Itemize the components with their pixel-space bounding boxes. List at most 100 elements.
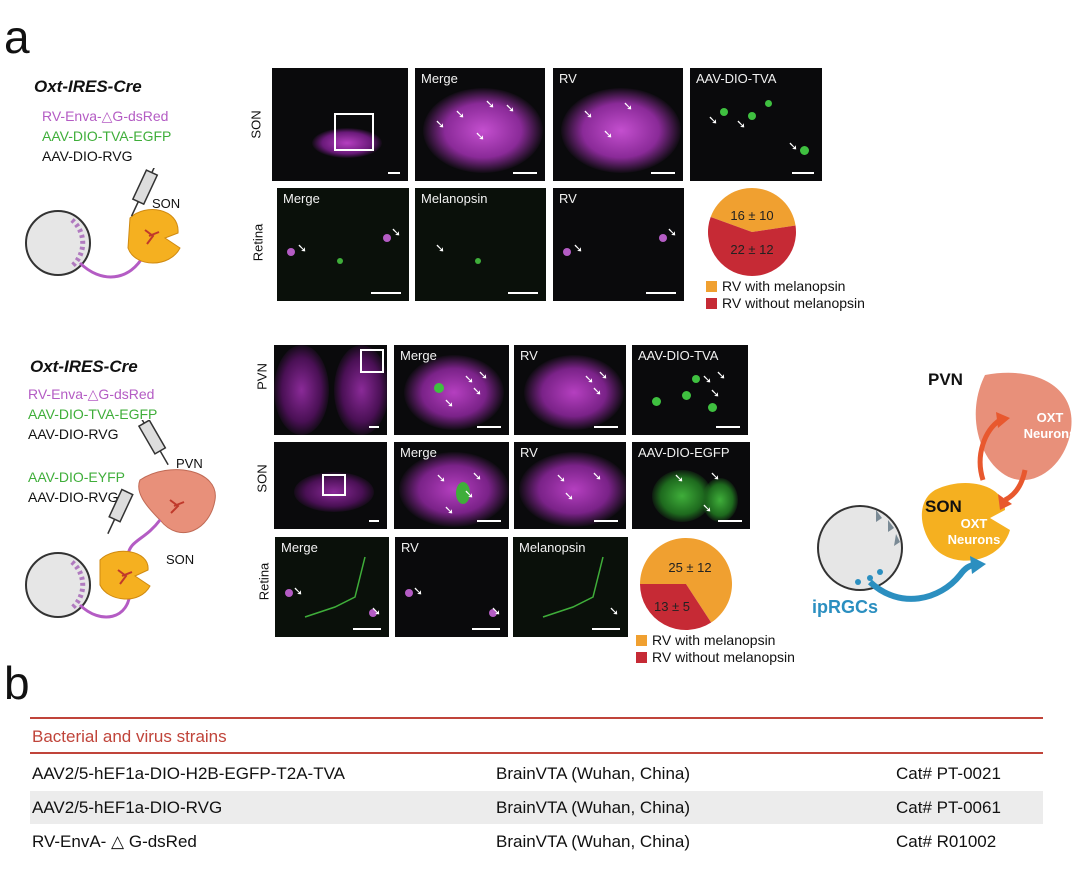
group2-row3-label: Retina	[256, 562, 272, 601]
legend-swatch	[706, 297, 717, 309]
group1-son-merge: ➘➘➘➘➘ Merge	[415, 68, 545, 181]
pie-slice-2	[640, 584, 712, 630]
group2-schematic	[25, 420, 216, 619]
group1-pie: 16 ± 10 22 ± 12	[708, 187, 796, 276]
legend-swatch	[636, 634, 647, 646]
roi-box	[360, 349, 384, 373]
panel-label: Merge	[400, 348, 437, 363]
table-row: AAV2/5-hEF1a-DIO-RVG BrainVTA (Wuhan, Ch…	[30, 791, 1043, 824]
table-row: RV-EnvA- △ G-dsRed BrainVTA (Wuhan, Chin…	[30, 825, 1043, 858]
group1-son-rv: ➘➘➘ RV	[553, 68, 683, 181]
group2-son-merge: ➘➘➘➘ Merge	[394, 442, 509, 529]
diagram-oxt-son: OXT Neurons	[947, 516, 1001, 547]
group2-retina-merge: ➘➘ Merge	[275, 537, 389, 637]
pie-slice-1	[710, 187, 796, 232]
panel-label: Melanopsin	[519, 540, 586, 555]
group2-title: Oxt-IRES-Cre	[30, 357, 138, 376]
row-cat: Cat# PT-0061	[896, 798, 1001, 817]
row-cat: Cat# PT-0021	[896, 764, 1001, 783]
group1-title: Oxt-IRES-Cre	[34, 77, 142, 96]
panel-label: RV	[520, 348, 538, 363]
pie-slices	[708, 187, 796, 276]
table-top-rule	[30, 717, 1043, 719]
legend-swatch	[706, 280, 717, 292]
panel-label: RV	[559, 71, 577, 86]
pie-slices	[640, 538, 732, 630]
group2-target-pvn: PVN	[176, 456, 203, 471]
legend-text: RV with melanopsin	[652, 632, 776, 648]
pie-label-1: 25 ± 12	[668, 560, 711, 575]
group1-row2-label: Retina	[250, 223, 266, 262]
panel-label: Merge	[281, 540, 318, 555]
row-source: BrainVTA (Wuhan, China)	[496, 832, 691, 851]
group2-virus-5: AAV-DIO-RVG	[28, 489, 119, 505]
panel-label: Merge	[400, 445, 437, 460]
group1-retina-rv: ➘➘ RV	[553, 188, 684, 301]
diagram-son-label: SON	[925, 497, 962, 516]
pie-label-1: 16 ± 10	[730, 208, 773, 223]
group1-row1-label: SON	[248, 110, 264, 139]
group2-legend-1: RV with melanopsin	[636, 632, 775, 648]
pie-label-2: 13 ± 5	[654, 599, 690, 614]
panel-label: Merge	[283, 191, 320, 206]
pie-slice-2	[708, 216, 796, 276]
group1-schematic	[25, 168, 181, 279]
group2-virus-2: AAV-DIO-TVA-EGFP	[28, 406, 158, 422]
panel-b-letter: b	[4, 657, 30, 709]
group1-legend-1: RV with melanopsin	[706, 278, 845, 294]
group2-row1-label: PVN	[254, 363, 270, 390]
group1-son-tva: ➘➘➘ AAV-DIO-TVA	[690, 68, 822, 181]
legend-text: RV without melanopsin	[652, 649, 795, 665]
group2-pvn-overview	[274, 345, 387, 435]
circuit-diagram	[817, 372, 1072, 602]
group1-retina-melanopsin: ➘ Melanopsin	[415, 188, 546, 301]
row-source: BrainVTA (Wuhan, China)	[496, 798, 691, 817]
group2-virus-3: AAV-DIO-RVG	[28, 426, 119, 442]
row-source: BrainVTA (Wuhan, China)	[496, 764, 691, 783]
panel-label: AAV-DIO-TVA	[638, 348, 719, 363]
group1-legend-2: RV without melanopsin	[706, 295, 865, 311]
group2-retina-melanopsin: ➘ Melanopsin	[513, 537, 628, 637]
table-header-rule	[30, 752, 1043, 754]
group1-retina-merge: ➘➘ Merge	[277, 188, 409, 301]
roi-box	[322, 474, 346, 496]
panel-a-letter: a	[4, 11, 30, 63]
diagram-iprgc-label: ipRGCs	[812, 597, 879, 617]
group1-son-overview	[272, 68, 408, 181]
roi-box	[334, 113, 374, 151]
panel-label: Merge	[421, 71, 458, 86]
row-cat: Cat# R01002	[896, 832, 997, 851]
table-header: Bacterial and virus strains	[32, 727, 227, 746]
panel-label: RV	[559, 191, 577, 206]
panel-label: AAV-DIO-EGFP	[638, 445, 730, 460]
diagram-oxt-pvn: OXT Neurons	[1023, 410, 1077, 441]
group2-virus-1: RV-Enva-△G-dsRed	[28, 386, 155, 402]
pie-slice-1	[640, 538, 732, 623]
panel-label: Melanopsin	[421, 191, 488, 206]
group2-target-son: SON	[166, 552, 195, 567]
group2-son-rv: ➘➘➘ RV	[514, 442, 626, 529]
group1-virus-2: AAV-DIO-TVA-EGFP	[42, 128, 172, 144]
group2-pie: 25 ± 12 13 ± 5	[640, 538, 732, 630]
group2-son-egfp: ➘➘➘ AAV-DIO-EGFP	[632, 442, 750, 529]
group1-virus-1: RV-Enva-△G-dsRed	[42, 108, 169, 124]
group2-son-overview	[274, 442, 387, 529]
group2-legend-2: RV without melanopsin	[636, 649, 795, 665]
diagram-pvn-label: PVN	[928, 370, 963, 389]
row-name: AAV2/5-hEF1a-DIO-RVG	[32, 798, 223, 817]
legend-swatch	[636, 651, 647, 663]
group2-pvn-merge: ➘➘➘➘ Merge	[394, 345, 509, 435]
row-name: RV-EnvA- △ G-dsRed	[32, 832, 197, 851]
panel-label: RV	[401, 540, 419, 555]
row-name: AAV2/5-hEF1a-DIO-H2B-EGFP-T2A-TVA	[32, 764, 345, 783]
group2-row2-label: SON	[254, 464, 270, 493]
group2-pvn-rv: ➘➘➘ RV	[514, 345, 626, 435]
panel-label: RV	[520, 445, 538, 460]
legend-text: RV without melanopsin	[722, 295, 865, 311]
group1-target-label: SON	[152, 196, 181, 211]
table-row: AAV2/5-hEF1a-DIO-H2B-EGFP-T2A-TVA BrainV…	[30, 757, 1043, 790]
group1-virus-3: AAV-DIO-RVG	[42, 148, 133, 164]
group2-virus-4: AAV-DIO-EYFP	[28, 469, 125, 485]
legend-text: RV with melanopsin	[722, 278, 846, 294]
group2-pvn-tva: ➘➘➘ AAV-DIO-TVA	[632, 345, 748, 435]
